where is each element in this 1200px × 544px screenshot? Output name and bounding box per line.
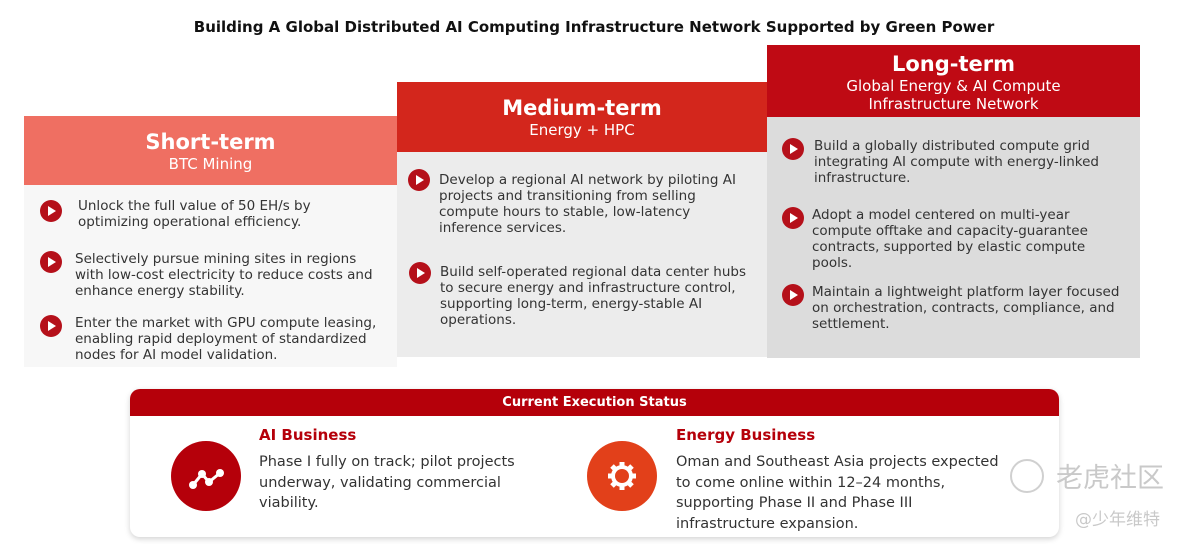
list-item: Adopt a model centered on multi-year com… xyxy=(812,207,1088,271)
long-term-body: Build a globally distributed compute gri… xyxy=(767,117,1140,358)
phase-heading: Long-term xyxy=(891,52,1016,76)
list-item: Build a globally distributed compute gri… xyxy=(814,138,1099,186)
page-title: Building A Global Distributed AI Computi… xyxy=(193,18,995,36)
medium-term-header: Medium-term Energy + HPC xyxy=(397,82,767,152)
medium-term-body: Develop a regional AI network by pilotin… xyxy=(397,152,767,357)
list-item: Build self-operated regional data center… xyxy=(440,264,746,328)
energy-business-text: Oman and Southeast Asia projects expecte… xyxy=(676,454,999,532)
phase-subtitle: Energy + HPC xyxy=(529,121,635,139)
phase-heading: Medium-term xyxy=(502,96,662,120)
long-term-column: Long-term Global Energy & AI Compute Inf… xyxy=(767,45,1140,358)
short-term-column: Short-term BTC Mining Unlock the full va… xyxy=(24,116,397,367)
play-bullet-icon xyxy=(40,200,62,222)
list-item: Develop a regional AI network by pilotin… xyxy=(439,172,736,236)
status-title: Current Execution Status xyxy=(130,389,1059,416)
play-bullet-icon xyxy=(782,284,804,306)
phase-subtitle: Global Energy & AI Compute Infrastructur… xyxy=(846,77,1061,113)
list-item: Maintain a lightweight platform layer fo… xyxy=(812,284,1120,332)
list-item: Selectively pursue mining sites in regio… xyxy=(75,251,373,299)
short-term-body: Unlock the full value of 50 EH/s by opti… xyxy=(24,185,397,367)
execution-status-card: Current Execution Status AI Business Pha… xyxy=(130,389,1059,537)
medium-term-column: Medium-term Energy + HPC Develop a regio… xyxy=(397,82,767,357)
list-item: Enter the market with GPU compute leasin… xyxy=(75,315,377,363)
play-bullet-icon xyxy=(40,315,62,337)
play-bullet-icon xyxy=(409,262,431,284)
phase-heading: Short-term xyxy=(145,130,276,154)
ai-trend-icon xyxy=(171,441,241,511)
play-bullet-icon xyxy=(408,169,430,191)
play-bullet-icon xyxy=(782,207,804,229)
list-item: Unlock the full value of 50 EH/s by opti… xyxy=(78,198,311,230)
watermark-user: @少年维特 xyxy=(1075,510,1160,530)
gear-icon xyxy=(587,441,657,511)
play-bullet-icon xyxy=(782,138,804,160)
ai-business-text: Phase I fully on track; pilot projects u… xyxy=(259,454,515,511)
phase-subtitle: BTC Mining xyxy=(168,155,253,173)
short-term-header: Short-term BTC Mining xyxy=(24,116,397,185)
ai-business-title: AI Business xyxy=(259,426,357,444)
energy-business-title: Energy Business xyxy=(676,426,816,444)
play-bullet-icon xyxy=(40,251,62,273)
watermark-brand: 老虎社区 xyxy=(1056,463,1164,494)
watermark-logo-icon xyxy=(1010,459,1044,493)
long-term-header: Long-term Global Energy & AI Compute Inf… xyxy=(767,45,1140,117)
